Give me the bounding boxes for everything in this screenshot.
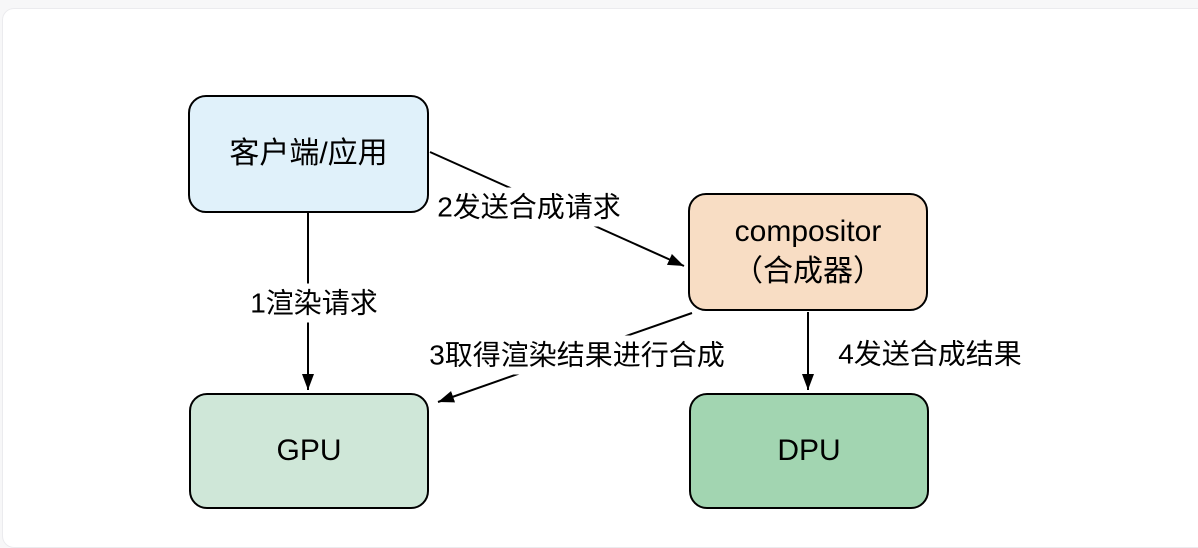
node-client-app: 客户端/应用 [188, 95, 429, 213]
diagram-edges [302, 151, 814, 403]
node-dpu-label: DPU [777, 433, 841, 467]
node-compositor-label: compositor [734, 214, 882, 248]
edge-label-render-request: 1渲染请求 [245, 283, 383, 323]
node-client-app-label: 客户端/应用 [229, 136, 388, 170]
edge-label-fetch-render-result: 3取得渲染结果进行合成 [424, 335, 730, 375]
node-gpu: GPU [189, 393, 429, 509]
diagram-canvas: 客户端/应用 compositor （合成器） GPU DPU 1渲染请求 2发… [188, 95, 1027, 509]
node-compositor-sublabel: （合成器） [733, 255, 883, 288]
edge-label-send-composite-request: 2发送合成请求 [432, 187, 626, 227]
node-gpu-label: GPU [276, 433, 342, 467]
node-dpu: DPU [689, 393, 929, 509]
node-compositor: compositor （合成器） [688, 193, 928, 311]
edge-label-send-composite-result: 4发送合成结果 [833, 334, 1027, 374]
